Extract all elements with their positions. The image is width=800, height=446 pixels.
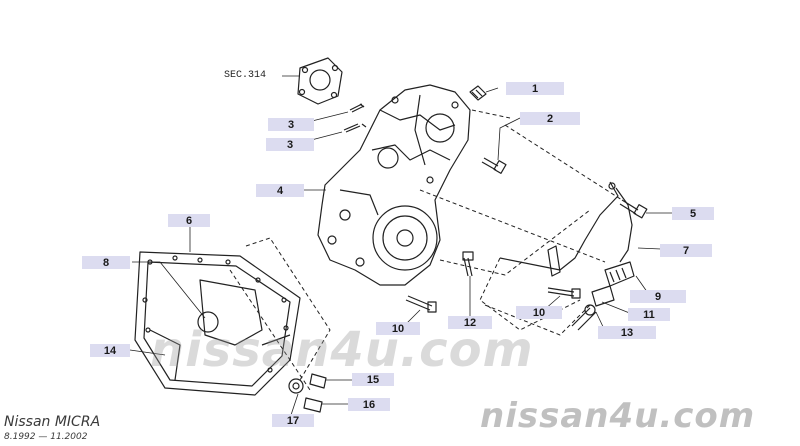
callout-11[interactable]: 11: [628, 308, 670, 321]
callout-10a[interactable]: 10: [516, 306, 562, 319]
callout-9[interactable]: 9: [630, 290, 686, 303]
callout-10b[interactable]: 10: [376, 322, 420, 335]
bolt-5: [619, 199, 648, 219]
callout-3a[interactable]: 3: [268, 118, 314, 131]
stud-pins: [343, 103, 367, 133]
bolts-lower: [405, 251, 581, 313]
drain-plug: [288, 373, 327, 413]
callout-4[interactable]: 4: [256, 184, 304, 197]
callout-3b[interactable]: 3: [266, 138, 314, 151]
section-reference: SEC.314: [224, 70, 267, 81]
level-gauge: [571, 261, 635, 331]
dipstick-tube: [499, 181, 633, 277]
callout-15[interactable]: 15: [352, 373, 394, 386]
callout-16[interactable]: 16: [348, 398, 390, 411]
callout-12[interactable]: 12: [448, 316, 492, 329]
callout-17[interactable]: 17: [272, 414, 314, 427]
callout-7[interactable]: 7: [660, 244, 712, 257]
callout-1[interactable]: 1: [506, 82, 564, 95]
callout-6[interactable]: 6: [168, 214, 210, 227]
transmission-housing: [317, 84, 471, 286]
bolts-top: [469, 85, 507, 174]
callout-2[interactable]: 2: [520, 112, 580, 125]
oil-pan: [134, 251, 301, 396]
callout-8[interactable]: 8: [82, 256, 130, 269]
gasket-plate: [297, 57, 343, 105]
callout-5[interactable]: 5: [672, 207, 714, 220]
callout-14[interactable]: 14: [90, 344, 130, 357]
brand-model: Nissan MICRA: [4, 414, 101, 430]
watermark-center: nissan4u.com: [150, 322, 534, 378]
brand-years: 8.1992 — 11.2002: [4, 432, 88, 442]
callout-13[interactable]: 13: [598, 326, 656, 339]
watermark-corner: nissan4u.com: [480, 396, 756, 436]
guide-lines: [229, 109, 623, 391]
